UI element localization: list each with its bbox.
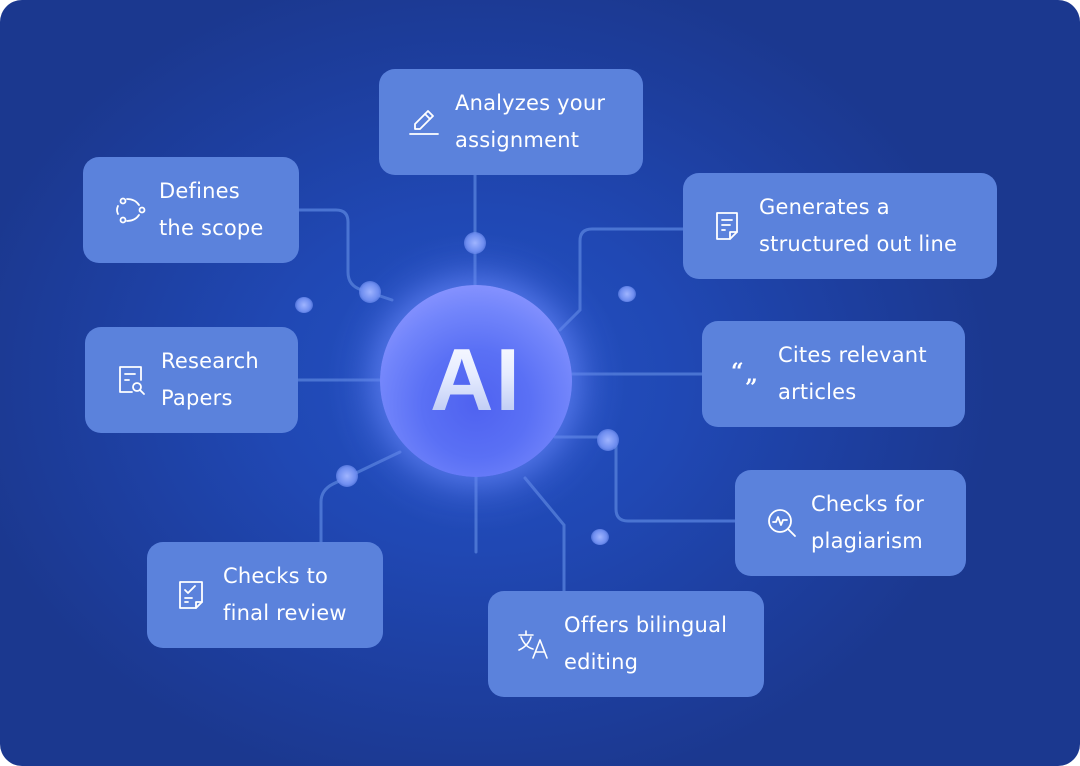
node-dot (295, 297, 313, 313)
node-label-line2: articles (778, 380, 857, 404)
node-cites-articles: “ ” Cites relevant articles (702, 321, 965, 427)
quote-icon: “ ” (730, 357, 764, 391)
node-dot (597, 429, 619, 451)
node-dot (336, 465, 358, 487)
node-defines-scope: Defines the scope (83, 157, 299, 263)
node-final-review: Checks to final review (147, 542, 383, 648)
translate-icon (516, 627, 550, 661)
node-dot (359, 281, 381, 303)
node-label-line2: structured out line (759, 232, 958, 256)
node-label-line2: the scope (159, 216, 264, 240)
magnifier-pulse-icon (765, 506, 799, 540)
node-label-line2: assignment (455, 128, 580, 152)
node-label-line1: Analyzes your (455, 91, 606, 115)
node-research-papers: Research Papers (85, 327, 298, 433)
node-dot (618, 286, 636, 302)
svg-text:”: ” (745, 375, 758, 391)
node-dot (591, 529, 609, 545)
node-label-line1: Generates a (759, 195, 890, 219)
node-label-line1: Research (161, 349, 259, 373)
checklist-document-icon (175, 578, 209, 612)
document-icon (711, 209, 745, 243)
node-analyzes-assignment: Analyzes your assignment (379, 69, 643, 175)
node-label-line1: Cites relevant (778, 343, 927, 367)
node-label-line2: final review (223, 601, 347, 625)
node-label-line1: Defines (159, 179, 240, 203)
document-search-icon (115, 363, 149, 397)
ai-label: AI (430, 330, 522, 429)
node-checks-plagiarism: Checks for plagiarism (735, 470, 966, 576)
ai-orb: AI (380, 285, 572, 477)
svg-text:“: “ (731, 359, 744, 385)
node-label-line1: Offers bilingual (564, 613, 728, 637)
pencil-icon (407, 105, 441, 139)
node-label-line1: Checks for (811, 492, 925, 516)
node-dot (464, 232, 486, 254)
node-label-line2: Papers (161, 386, 233, 410)
node-generates-outline: Generates a structured out line (683, 173, 997, 279)
scope-circle-icon (113, 193, 147, 227)
node-label-line1: Checks to (223, 564, 329, 588)
node-label-line2: plagiarism (811, 529, 923, 553)
node-label-line2: editing (564, 650, 639, 674)
node-bilingual-editing: Offers bilingual editing (488, 591, 764, 697)
